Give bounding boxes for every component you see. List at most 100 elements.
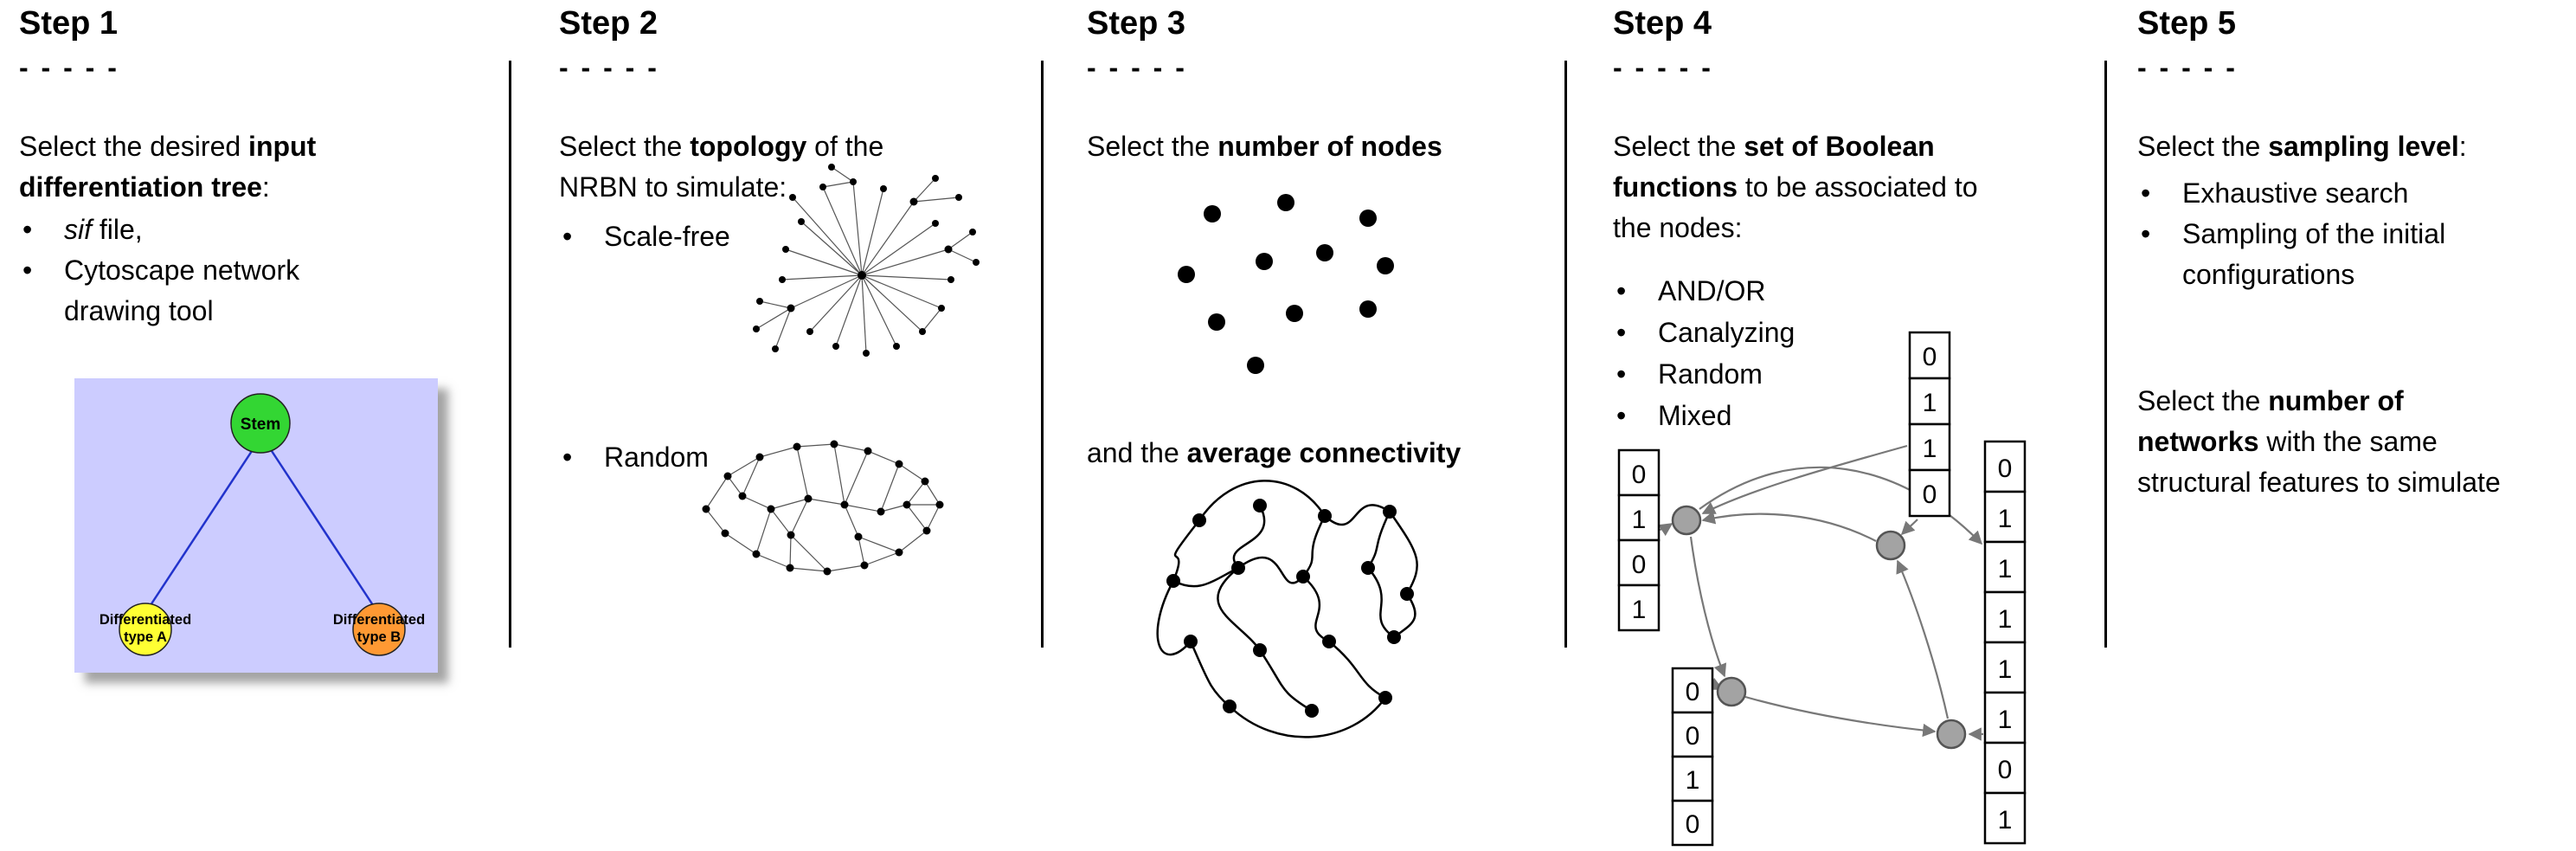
gene-node [1671,505,1702,536]
text-segment: Select the desired [19,131,249,162]
step-1-dashes: - - - - - [19,52,119,83]
text-segment: structural features to simulate [2137,467,2501,498]
text-segment: Cytoscape network [64,255,300,286]
scatter-dots [1178,194,1394,374]
list-item: • Mixed [1613,395,1976,436]
step-4-title: Step 4 [1613,5,1712,42]
text-segment-bold: input [248,131,317,162]
table-cell [1983,540,2027,594]
cell-value: 1 [1998,505,2013,533]
vertical-divider [509,61,511,648]
list-item: • Canalyzing [1613,312,1976,353]
table-cell [1983,641,2027,694]
type-a-label-line2: type A [124,629,167,645]
table-cell [1983,791,2027,845]
bullet-marker: • [1616,358,1627,390]
list-item: • AND/OR [1613,270,1976,312]
list-item: • Exhaustive search [2137,173,2544,214]
bullet-text: Mixed [1658,400,1732,431]
text-segment-bold: set of Boolean [1744,131,1935,162]
step-1-title: Step 1 [19,5,119,42]
text-segment: Select the [2137,385,2269,416]
table-cell [1908,377,1951,426]
type-a-label-line1: Differentiated [100,612,191,628]
text-segment: drawing tool [64,295,214,326]
list-item: • Scale-free [559,216,784,257]
cell-value: 0 [1686,678,1700,706]
random-network-nodes [702,440,944,576]
bullet-marker: • [22,255,33,286]
step-2-dashes: - - - - - [559,52,659,83]
bullet-marker: • [22,214,33,245]
cell-value: 1 [1686,766,1700,795]
vertical-divider [1564,61,1567,648]
tangle-nodes [1166,499,1414,718]
truth-table-right: 0 1 1 1 1 1 0 1 [1983,440,2027,845]
nodes-scatter-figure [1178,194,1394,374]
scale-free-edges [755,166,977,354]
step-2-intro: Select the topology of the NRBN to simul… [559,126,992,208]
text-segment-bold: sampling level [2268,131,2459,162]
cell-value: 1 [1998,655,2013,684]
step-4-bullets: • AND/OR • Canalyzing • Random • Mixed [1613,270,1976,436]
text-segment: and the [1087,437,1187,468]
step-1-intro: Select the desired input differentiation… [19,126,434,208]
table-cell [1983,490,2027,544]
text-segment: of the [806,131,884,162]
step-3-column: Step 3 - - - - - Select the number of no… [1087,0,1606,851]
text-segment-bold: topology [690,131,807,162]
cell-value: 1 [1998,555,2013,583]
text-segment: Select the [2137,131,2269,162]
table-cell [1671,667,1714,714]
boolean-network-figure: 0 1 0 1 0 1 1 0 0 [1617,331,2027,847]
text-segment: : [2458,131,2467,162]
text-segment-bold: average connectivity [1186,437,1461,468]
step-4-dashes: - - - - - [1613,52,1713,83]
table-cell [1908,468,1951,518]
text-segment: configurations [2182,259,2355,290]
step-3-second: and the average connectivity [1087,433,1589,474]
step-3-dashes: - - - - - [1087,52,1187,83]
cell-value: 1 [1998,605,2013,634]
bullet-marker: • [1616,275,1627,306]
table-cell [1671,755,1714,803]
step-1-bullets: • sif file, • Cytoscape network drawing t… [19,210,382,332]
cell-value: 1 [1632,506,1647,534]
bullet-text: AND/OR [1658,275,1766,306]
italic-segment: sif [64,214,92,245]
list-item: • Random [559,437,784,478]
cell-value: 1 [1923,389,1937,417]
vertical-divider [2104,61,2107,648]
type-b-label-line2: type B [357,629,401,645]
bullet-text: Canalyzing [1658,317,1795,348]
text-segment: Select the [559,131,691,162]
truth-table-left: 0 1 0 1 [1617,448,1661,632]
text-segment: NRBN to simulate: [559,171,787,203]
scale-free-network-figure [753,164,980,357]
step-5-bullets: • Exhaustive search • Sampling of the in… [2137,173,2544,295]
cell-value: 1 [1632,596,1647,624]
step-2-column: Step 2 - - - - - Select the topology of … [559,0,1044,851]
bullet-text: Scale-free [604,221,730,252]
table-cell [1617,583,1661,632]
cell-value: 0 [1923,480,1937,509]
text-segment-bold: number of nodes [1217,131,1442,162]
gene-node [1875,530,1906,561]
type-a-node [119,603,172,656]
cell-value: 0 [1998,455,2013,483]
bullet-text: sif file, [64,210,382,250]
bullet-text: Exhaustive search [2182,177,2409,209]
step-4-intro: Select the set of Boolean functions to b… [1613,126,2046,248]
bullet-marker: • [562,221,573,252]
type-b-node [352,603,406,656]
table-cell [1908,422,1951,472]
step-5-dashes: - - - - - [2137,52,2238,83]
text-segment-bold: networks [2137,426,2259,457]
vertical-divider [1041,61,1044,648]
table-cell [1983,741,2027,795]
step-5-title: Step 5 [2137,5,2237,42]
table-cell [1908,331,1951,380]
cell-value: 0 [1632,551,1647,579]
